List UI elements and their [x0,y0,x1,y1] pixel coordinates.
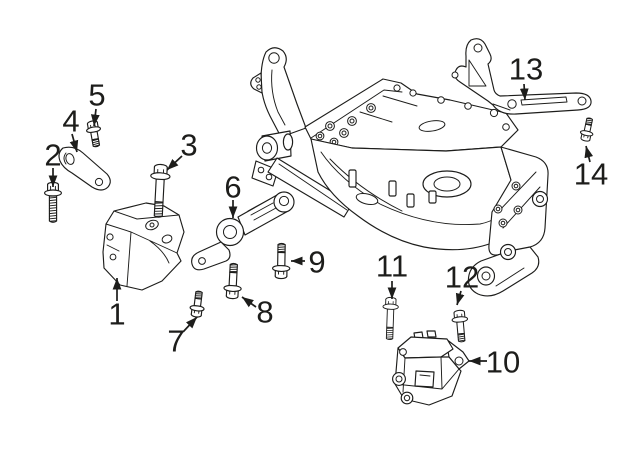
callout-14-label: 14 [574,157,608,192]
bolt-part-11 [381,296,400,341]
support-bracket-part-13 [451,38,592,115]
callout-13: 13 [509,52,543,101]
callout-3-label: 3 [180,128,197,163]
torque-arm-part-6 [191,191,295,271]
callout-8-label: 8 [256,295,273,330]
callout-14: 14 [574,145,608,192]
callout-7-arrow [182,316,198,333]
callout-6-label: 6 [224,170,241,205]
callout-8: 8 [241,295,274,330]
callout-10: 10 [469,345,520,380]
callouts: 1 2 3 4 5 6 7 8 [44,52,608,380]
callout-11: 11 [376,249,408,299]
support-bracket-part-4 [58,146,111,191]
callout-12-arrow [455,290,465,306]
callout-4-arrow [69,133,79,153]
callout-4-label: 4 [62,104,79,139]
engine-mount-part-1 [102,202,185,291]
callout-8-arrow [241,296,257,308]
callout-12-label: 12 [445,260,479,295]
callout-1-label: 1 [108,297,125,332]
callout-7-label: 7 [167,324,184,359]
callout-14-arrow [584,145,594,163]
subframe-crossmember-part [250,47,549,297]
callout-4: 4 [62,104,80,153]
callout-1: 1 [108,278,126,332]
callout-5: 5 [88,78,106,127]
callout-9-label: 9 [308,245,325,280]
callout-11-label: 11 [376,249,408,284]
stud-bolt-part-2 [44,181,62,223]
callout-2-label: 2 [44,138,61,173]
callout-5-label: 5 [88,78,105,113]
transmission-mount-part-10 [392,330,470,406]
bolt-part-12 [450,309,471,344]
callout-13-arrow [519,83,529,101]
bolt-part-8 [222,262,244,300]
callout-10-label: 10 [486,345,520,380]
bolt-part-7 [188,289,207,319]
callout-5-arrow [90,108,100,127]
bolt-part-14 [578,116,597,143]
callout-2: 2 [44,138,62,187]
callout-12: 12 [445,260,479,306]
callout-3: 3 [166,128,198,171]
callout-9: 9 [291,245,326,280]
callout-13-label: 13 [509,52,543,87]
callout-6: 6 [224,170,242,218]
bolt-part-9 [271,242,291,280]
callout-3-arrow [166,155,183,171]
callout-7: 7 [167,316,198,359]
